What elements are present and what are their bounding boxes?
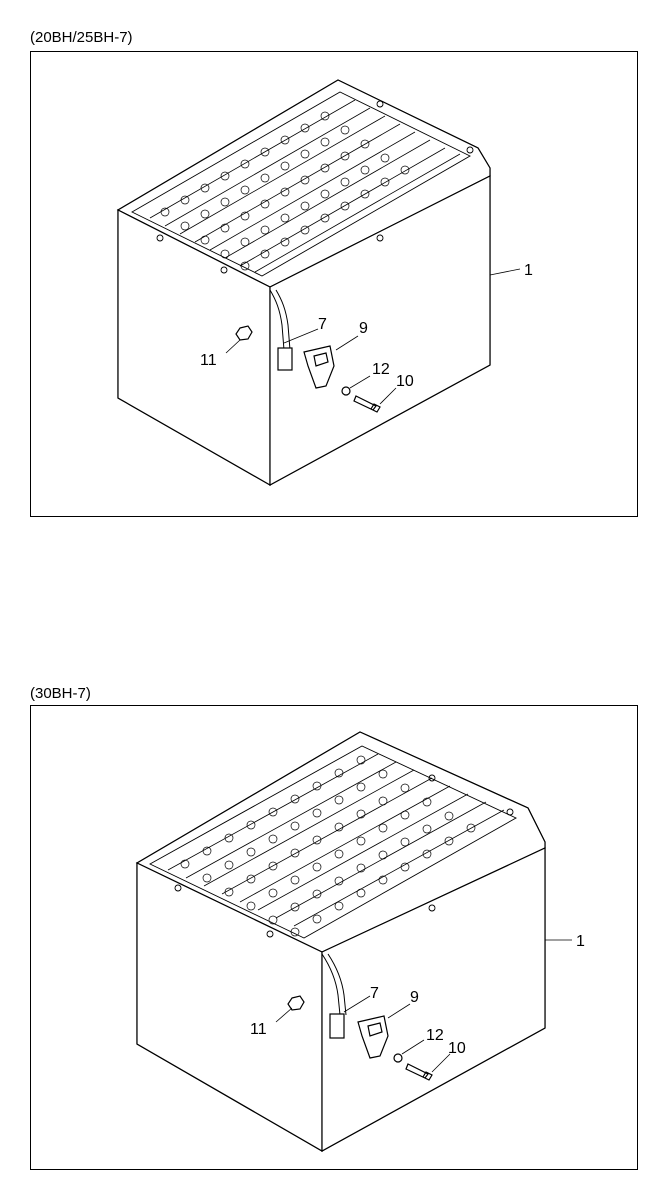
callout-1: 1	[524, 262, 533, 279]
battery-cells	[160, 111, 410, 271]
battery-tray-inner-rim	[149, 745, 517, 939]
callout-11: 11	[250, 1021, 267, 1038]
battery-cells	[180, 755, 476, 937]
nut	[235, 325, 253, 341]
battery-cable	[269, 289, 291, 351]
connector-handle	[357, 1015, 389, 1059]
diagram-frame	[30, 51, 638, 517]
callout-1: 1	[576, 933, 585, 950]
mounting-holes	[174, 774, 514, 938]
callout-9: 9	[359, 320, 368, 337]
callout-10: 10	[448, 1040, 466, 1057]
callout-9: 9	[410, 989, 419, 1006]
battery-assembly-1	[116, 79, 491, 487]
battery-cell-rows	[167, 753, 505, 927]
battery-tray-side-face	[321, 847, 546, 1153]
bolt	[353, 395, 381, 413]
washer	[341, 386, 351, 396]
battery-cable	[321, 953, 347, 1016]
callout-7: 7	[318, 316, 327, 333]
bolt	[405, 1063, 433, 1081]
leader-lines	[275, 939, 572, 1073]
battery-assembly-2	[135, 731, 546, 1153]
callout-7: 7	[370, 985, 379, 1002]
diagram-frame	[30, 705, 638, 1170]
washer	[393, 1053, 403, 1063]
callout-12: 12	[372, 361, 390, 378]
battery-connector	[329, 1013, 345, 1039]
battery-cell-rows	[149, 99, 461, 273]
battery-tray-inner-rim	[131, 91, 471, 277]
nut	[287, 995, 305, 1011]
callout-11: 11	[200, 352, 217, 369]
callout-10: 10	[396, 373, 414, 390]
leader-lines	[225, 268, 521, 405]
callout-12: 12	[426, 1027, 444, 1044]
diagram-caption: (30BH-7)	[30, 685, 91, 702]
battery-tray-side-face	[269, 175, 491, 487]
diagram-caption: (20BH/25BH-7)	[30, 29, 133, 46]
mounting-holes	[156, 100, 474, 274]
connector-handle	[303, 345, 335, 389]
battery-connector	[277, 347, 293, 371]
